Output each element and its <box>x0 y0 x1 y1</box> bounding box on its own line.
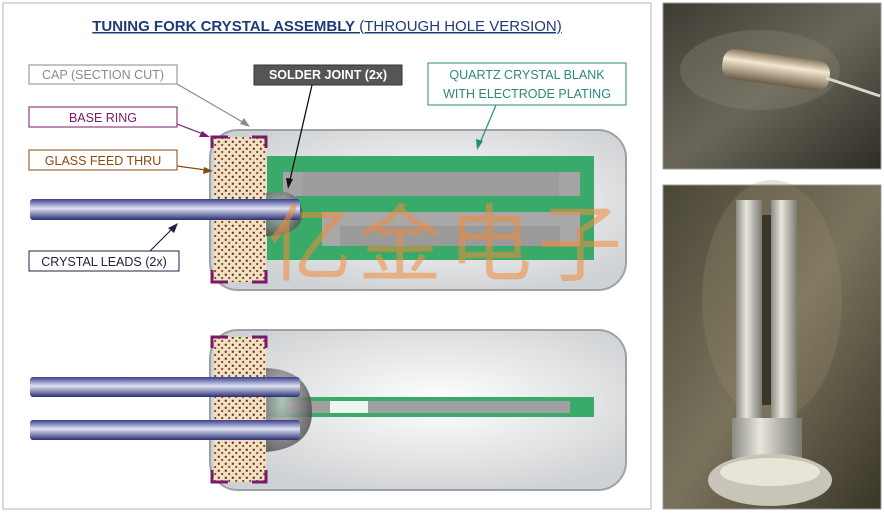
top-crystal-lead <box>30 199 300 220</box>
crystal-leads-arrow <box>149 227 174 252</box>
top-electrode-inner <box>322 212 580 246</box>
base-ring-label-box <box>28 106 178 128</box>
cap-label-box <box>28 64 178 85</box>
cap-label: CAP (SECTION CUT) <box>42 68 164 82</box>
crystal-can-body <box>721 49 831 91</box>
diagram-title: TUNING FORK CRYSTAL ASSEMBLY (THROUGH HO… <box>92 18 561 35</box>
glass-feed-arrow <box>176 165 207 171</box>
photo-crystal-can <box>662 2 882 170</box>
title-suffix: (THROUGH HOLE VERSION) <box>355 18 562 35</box>
cap-arrow <box>176 83 247 125</box>
glass-feed-arrow-head <box>203 167 213 174</box>
glass-feed-label-box <box>28 149 178 171</box>
bottom-crystal-lead-upper <box>30 377 300 397</box>
bottom-glass-feed <box>214 337 266 482</box>
base-ring-arrow-head <box>199 131 210 137</box>
solder-arrow <box>289 84 313 181</box>
fork-tine-right <box>771 200 797 430</box>
solder-label-box <box>253 64 403 86</box>
crystal-leads-arrow-head <box>168 223 178 233</box>
bottom-base-ring <box>210 335 268 484</box>
bottom-electrode-highlight <box>330 401 368 413</box>
quartz-label-box <box>427 62 627 106</box>
photo-tuning-fork <box>662 180 882 510</box>
crystal-leads-label-box <box>28 250 180 272</box>
top-assembly <box>30 129 627 291</box>
fork-slot <box>762 215 771 405</box>
solder-arrow-head <box>286 178 293 189</box>
base-ring-arrow <box>176 123 204 135</box>
glass-feed-label: GLASS FEED THRU <box>45 154 161 168</box>
quartz-arrow <box>479 104 497 144</box>
crystal-can-lead <box>825 76 881 98</box>
bottom-assembly <box>30 329 627 491</box>
fork-tine-left <box>736 200 762 430</box>
quartz-arrow-head <box>476 139 483 150</box>
quartz-label-line2: WITH ELECTRODE PLATING <box>443 87 611 101</box>
crystal-leads-label: CRYSTAL LEADS (2x) <box>41 255 167 269</box>
quartz-label-line1: QUARTZ CRYSTAL BLANK <box>449 68 605 82</box>
title-main: TUNING FORK CRYSTAL ASSEMBLY <box>92 18 355 35</box>
top-electrode-lower-arm <box>340 226 560 246</box>
top-electrode-upper-arm <box>303 172 559 196</box>
base-ring-label: BASE RING <box>69 111 137 125</box>
bottom-crystal-lead-lower <box>30 420 300 440</box>
top-base-ring <box>210 135 268 284</box>
watermark-text: 亿金电子 <box>268 196 628 294</box>
cap-arrow-head <box>240 118 250 127</box>
fork-base <box>732 418 802 458</box>
solder-label: SOLDER JOINT (2x) <box>269 68 387 82</box>
